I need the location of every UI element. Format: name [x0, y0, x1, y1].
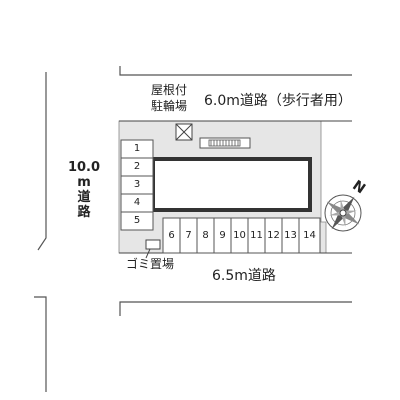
left-road-label: 10.0 m 道 路: [64, 160, 104, 220]
compass-rose-icon: [324, 194, 362, 232]
parking-slot-label: 14: [303, 230, 316, 241]
garbage-label: ゴミ置場: [126, 257, 175, 271]
left-road-label-line: 路: [77, 205, 91, 220]
top-road-label: 6.0m道路（歩行者用）: [204, 93, 352, 109]
parking-bottom-row: [162, 217, 321, 254]
compass-north-letter: N: [349, 178, 368, 198]
parking-slot-label: 2: [133, 161, 141, 172]
bottom-road-edge: [119, 301, 352, 316]
bottom-road-label: 6.5m道路: [212, 268, 276, 284]
building: [151, 157, 312, 212]
parking-slot-label: 11: [250, 230, 263, 241]
roof-label: 屋根付: [151, 83, 188, 97]
entrance-hatch: [208, 139, 241, 147]
garbage-area: [145, 239, 161, 250]
left-road-label-line: 10.0: [67, 160, 101, 175]
parking-slot-label: 7: [185, 230, 192, 241]
entrance-block: [199, 137, 251, 149]
parking-slot-label: 12: [267, 230, 280, 241]
parking-slot-label: 1: [133, 143, 141, 154]
left-road-label-line: 道: [77, 190, 91, 205]
parking-slot-label: 3: [133, 179, 141, 190]
parking-slot-label: 4: [133, 197, 141, 208]
left-road-label-line: m: [77, 175, 91, 190]
top-road-edge: [119, 66, 352, 76]
left-road-edge-upper: [37, 72, 47, 251]
garbage-leader-line: [145, 248, 151, 259]
parking-slot-label: 10: [233, 230, 246, 241]
parking-slot-label: 6: [168, 230, 175, 241]
parking-slot-label: 8: [202, 230, 209, 241]
parking-slot-label: 13: [284, 230, 297, 241]
left-road-edge-lower: [34, 296, 47, 392]
bike-parking-label: 駐輪場: [151, 99, 188, 113]
parking-left-column: [120, 139, 154, 231]
bicycle-parking-symbol: [175, 123, 193, 141]
parking-slot-label: 9: [219, 230, 226, 241]
parking-slot-label: 5: [133, 215, 141, 226]
